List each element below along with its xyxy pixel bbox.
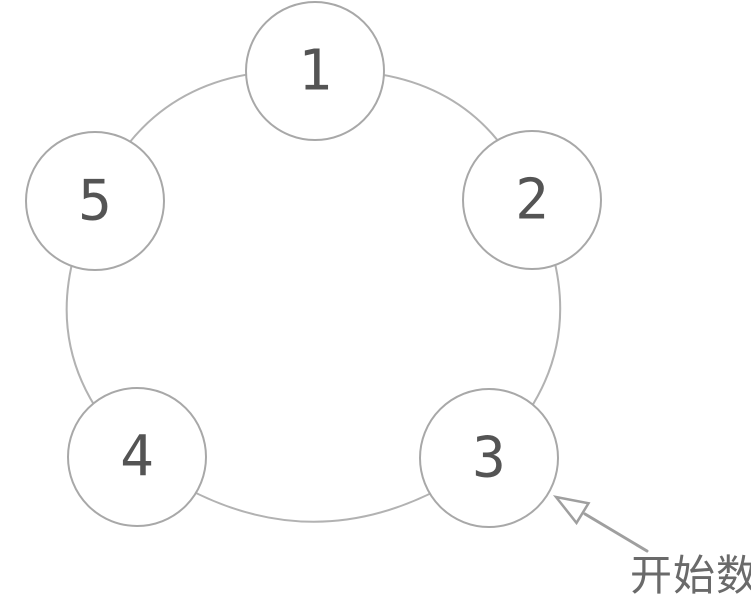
annotation-start-counting-label: 开始数 <box>630 551 751 600</box>
node-label-2: 2 <box>515 168 549 233</box>
node-circle-2 <box>462 130 602 270</box>
node-circle-1 <box>245 1 385 141</box>
node-1: 1 <box>245 1 385 141</box>
start-arrow <box>552 495 649 553</box>
node-circle-3 <box>419 388 559 528</box>
node-4: 4 <box>67 387 207 527</box>
node-2: 2 <box>462 130 602 270</box>
node-3: 3 <box>419 388 559 528</box>
node-label-3: 3 <box>472 426 506 491</box>
node-label-5: 5 <box>78 169 112 234</box>
arrow-head-icon <box>552 495 591 526</box>
node-circle-4 <box>67 387 207 527</box>
node-5: 5 <box>25 131 165 271</box>
node-label-4: 4 <box>120 425 154 490</box>
arrow-shaft <box>583 512 649 553</box>
node-label-1: 1 <box>298 39 332 104</box>
node-circle-5 <box>25 131 165 271</box>
